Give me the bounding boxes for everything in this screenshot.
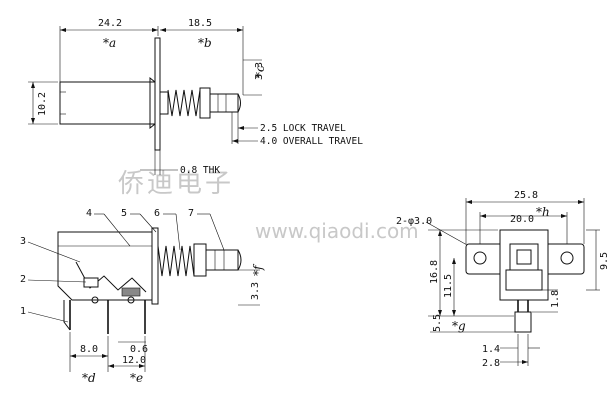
dim-hole-spacing: 20.0 (510, 214, 534, 225)
callout-6: 6 (154, 208, 160, 219)
mark-d: *d (82, 371, 96, 385)
mark-f: *f (251, 263, 265, 276)
dim-pin: 0.6 (130, 344, 148, 355)
dim-pin-pitch: 2.8 (482, 358, 500, 369)
mark-e: *e (130, 371, 143, 385)
dim-g: 5.5 (432, 314, 443, 332)
lock-travel-label: 2.5 LOCK TRAVEL (260, 123, 346, 134)
dim-total: 16.8 (429, 260, 440, 284)
dim-e: 12.0 (122, 355, 146, 366)
dim-mid: 11.5 (443, 274, 454, 298)
callout-4: 4 (86, 208, 92, 219)
mark-h: *h (536, 205, 550, 219)
watermark-url: www.qiaodi.com (255, 219, 419, 243)
dim-pin-h: 1.8 (550, 290, 561, 308)
end-view: 25.8 20.0 *h 2-φ3.0 9.5 (396, 190, 609, 369)
callout-7: 7 (188, 208, 194, 219)
callout-2: 2 (20, 274, 26, 285)
mark-b: *b (198, 36, 212, 50)
thickness-label: 0.8 THK (180, 165, 220, 176)
dim-b: 18.5 (188, 18, 212, 29)
dim-height-right: 9.5 (599, 252, 609, 270)
callout-1: 1 (20, 306, 26, 317)
dim-c: 3.3 (254, 62, 265, 80)
mark-a: *a (103, 36, 116, 50)
dim-width: 25.8 (514, 190, 538, 201)
callout-5: 5 (121, 208, 127, 219)
dim-f: 3.3 (250, 282, 261, 300)
top-view: 24.2 *a 18.5 *b 10.2 3.3 *c (28, 18, 363, 176)
dim-pin-w: 1.4 (482, 344, 500, 355)
watermark-cn: 侨迪电子 (118, 169, 234, 199)
mark-g: *g (452, 319, 466, 333)
dim-d: 8.0 (80, 344, 98, 355)
overall-travel-label: 4.0 OVERALL TRAVEL (260, 136, 363, 147)
hole-note: 2-φ3.0 (396, 216, 432, 227)
callout-3: 3 (20, 236, 26, 247)
side-view: 3 2 1 4 5 6 7 3.3 *f 8.0 *d 0.6 (20, 208, 265, 385)
dim-height: 10.2 (37, 92, 48, 116)
mark-c: *c (253, 65, 267, 78)
dim-a: 24.2 (98, 18, 122, 29)
